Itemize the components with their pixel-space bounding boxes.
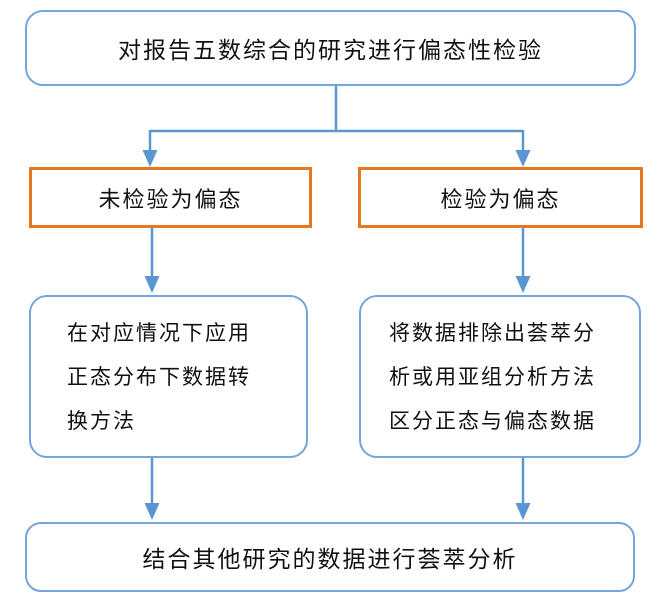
text-line: 在对应情况下应用 — [67, 320, 251, 345]
arrowhead-right-branch-icon — [515, 150, 531, 167]
text-line: 将数据排除出荟萃分 — [389, 320, 596, 345]
text-line: 析或用亚组分析方法 — [389, 364, 596, 389]
node-tested-skewed: 检验为偏态 — [358, 167, 643, 228]
arrowhead-left-branch-icon — [142, 150, 158, 167]
node-not-tested-skewed: 未检验为偏态 — [29, 167, 312, 228]
arrowhead-right-process-icon — [515, 276, 531, 293]
node-skewness-test: 对报告五数综合的研究进行偏态性检验 — [25, 10, 636, 86]
node-exclude-or-subgroup-label: 将数据排除出荟萃分 析或用亚组分析方法 区分正态与偏态数据 — [389, 311, 596, 443]
text-line: 换方法 — [67, 408, 136, 433]
node-tested-skewed-label: 检验为偏态 — [440, 187, 561, 213]
node-exclude-or-subgroup: 将数据排除出荟萃分 析或用亚组分析方法 区分正态与偏态数据 — [359, 295, 641, 458]
arrowhead-right-bottom-icon — [515, 503, 531, 520]
arrowhead-left-process-icon — [144, 276, 160, 293]
node-skewness-test-label: 对报告五数综合的研究进行偏态性检验 — [118, 38, 543, 64]
node-meta-analysis: 结合其他研究的数据进行荟萃分析 — [25, 522, 635, 592]
text-line: 区分正态与偏态数据 — [389, 408, 596, 433]
arrowhead-left-bottom-icon — [144, 503, 160, 520]
text-line: 正态分布下数据转 — [67, 364, 251, 389]
node-transform-method-label: 在对应情况下应用 正态分布下数据转 换方法 — [67, 311, 251, 443]
node-not-tested-skewed-label: 未检验为偏态 — [98, 187, 243, 213]
node-transform-method: 在对应情况下应用 正态分布下数据转 换方法 — [29, 295, 308, 458]
node-meta-analysis-label: 结合其他研究的数据进行荟萃分析 — [142, 547, 518, 573]
